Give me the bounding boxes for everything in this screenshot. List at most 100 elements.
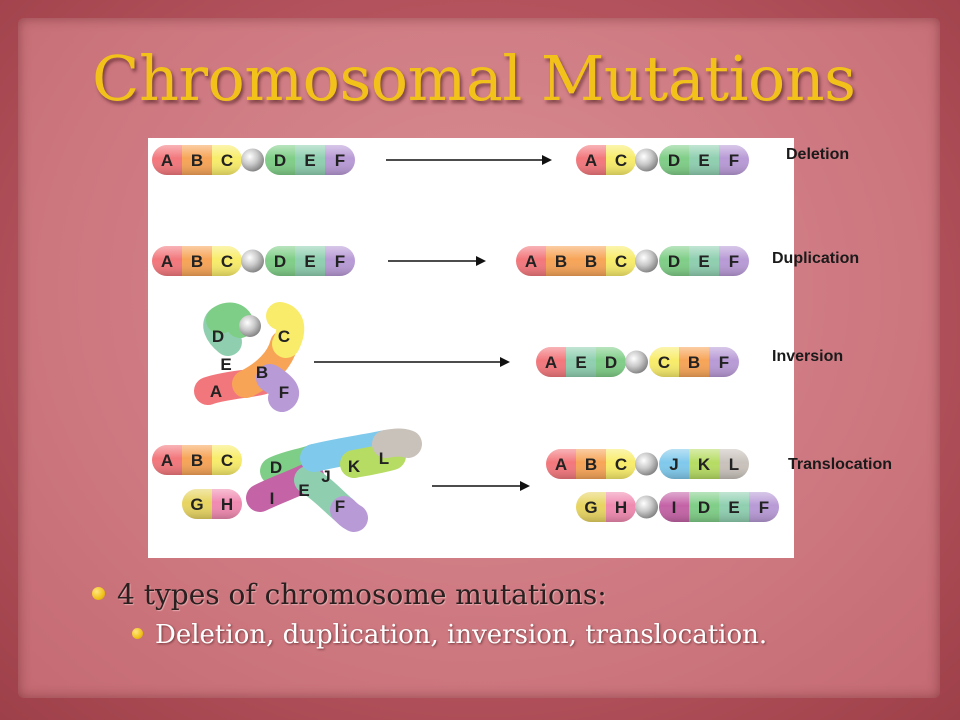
centromere	[239, 315, 261, 337]
gene-label: L	[729, 455, 739, 474]
gene-label: J	[669, 455, 678, 474]
bullet-sub-text: Deletion, duplication, inversion, transl…	[155, 620, 768, 650]
gene-label: F	[719, 353, 729, 372]
gene-label: I	[672, 498, 677, 517]
chromosome-arm	[659, 246, 749, 276]
chromosome-arm	[576, 145, 636, 175]
gene-label: B	[256, 363, 268, 382]
gene-label: A	[525, 252, 537, 271]
gene-label: B	[585, 455, 597, 474]
gene-label: E	[575, 353, 586, 372]
gene-label: F	[335, 497, 345, 516]
centromere	[635, 148, 658, 172]
centromere	[625, 350, 648, 374]
gene-label: A	[585, 151, 597, 170]
gene-label: B	[191, 451, 203, 470]
gene-label: A	[161, 151, 173, 170]
chromosome-arm	[659, 145, 749, 175]
chromosome-arm	[546, 449, 636, 479]
label-deletion: Deletion	[786, 146, 850, 163]
gene-label: F	[335, 151, 345, 170]
gene-label: B	[585, 252, 597, 271]
slide-title: Chromosomal Mutations	[92, 42, 856, 115]
chromosome-arm	[659, 492, 779, 522]
label-translocation: Translocation	[788, 456, 893, 473]
gene-label: H	[615, 498, 627, 517]
gene-label: E	[220, 355, 231, 374]
gene-label: F	[279, 383, 289, 402]
gene-label: D	[605, 353, 617, 372]
chromosome-arm	[265, 145, 355, 175]
gene-label: C	[221, 451, 233, 470]
gene-label: D	[668, 252, 680, 271]
gene-label: E	[698, 151, 709, 170]
gene-label: B	[555, 252, 567, 271]
gene-label: E	[304, 151, 315, 170]
gene-label: E	[698, 252, 709, 271]
gene-label: D	[668, 151, 680, 170]
centromere	[241, 148, 264, 172]
gene-label: G	[190, 495, 203, 514]
chromosome-arm	[576, 492, 636, 522]
gene-label: C	[658, 353, 670, 372]
gene-label: B	[191, 252, 203, 271]
gene-label: C	[221, 252, 233, 271]
bullet-sub: Deletion, duplication, inversion, transl…	[132, 620, 767, 650]
gene-label: C	[278, 327, 290, 346]
gene-label: I	[270, 489, 275, 508]
gene-label: F	[759, 498, 769, 517]
chromosome-arm	[649, 347, 739, 377]
bullet-dot-icon	[92, 587, 105, 600]
chromosome-arm	[182, 489, 242, 519]
gene-label: F	[335, 252, 345, 271]
gene-label: C	[221, 151, 233, 170]
centromere	[635, 452, 658, 476]
gene-label: B	[688, 353, 700, 372]
gene-label: D	[270, 458, 282, 477]
gene-label: F	[729, 151, 739, 170]
chromosome-arm	[152, 145, 242, 175]
centromere	[241, 249, 264, 273]
bullet-main-text: 4 types of chromosome mutations:	[117, 578, 607, 611]
gene-label: E	[728, 498, 739, 517]
gene-label: E	[298, 481, 309, 500]
chromosome-arm	[516, 246, 636, 276]
gene-label: F	[729, 252, 739, 271]
gene-label: C	[615, 455, 627, 474]
gene-label: C	[615, 151, 627, 170]
chromosome-arm	[152, 445, 242, 475]
bullet-dot-icon	[132, 627, 143, 639]
centromere	[635, 495, 658, 519]
gene-label: B	[191, 151, 203, 170]
gene-label: D	[212, 327, 224, 346]
label-inversion: Inversion	[772, 348, 844, 365]
chromosome-arm	[659, 449, 749, 479]
gene-label: D	[698, 498, 710, 517]
gene-label: H	[221, 495, 233, 514]
gene-label: L	[379, 449, 389, 468]
label-duplication: Duplication	[772, 250, 860, 267]
gene-label: G	[584, 498, 597, 517]
gene-label: A	[210, 382, 222, 401]
gene-label: D	[274, 252, 286, 271]
gene-label: C	[615, 252, 627, 271]
inversion-loop-chromosome: A BC DE F	[194, 302, 305, 412]
gene-label: A	[161, 252, 173, 271]
gene-label: K	[698, 455, 711, 474]
gene-label: J	[321, 467, 330, 486]
gene-label: A	[545, 353, 557, 372]
bullet-main: 4 types of chromosome mutations:	[92, 578, 607, 611]
gene-label: E	[304, 252, 315, 271]
gene-label: D	[274, 151, 286, 170]
chromosome-arm	[152, 246, 242, 276]
gene-label: K	[348, 457, 361, 476]
